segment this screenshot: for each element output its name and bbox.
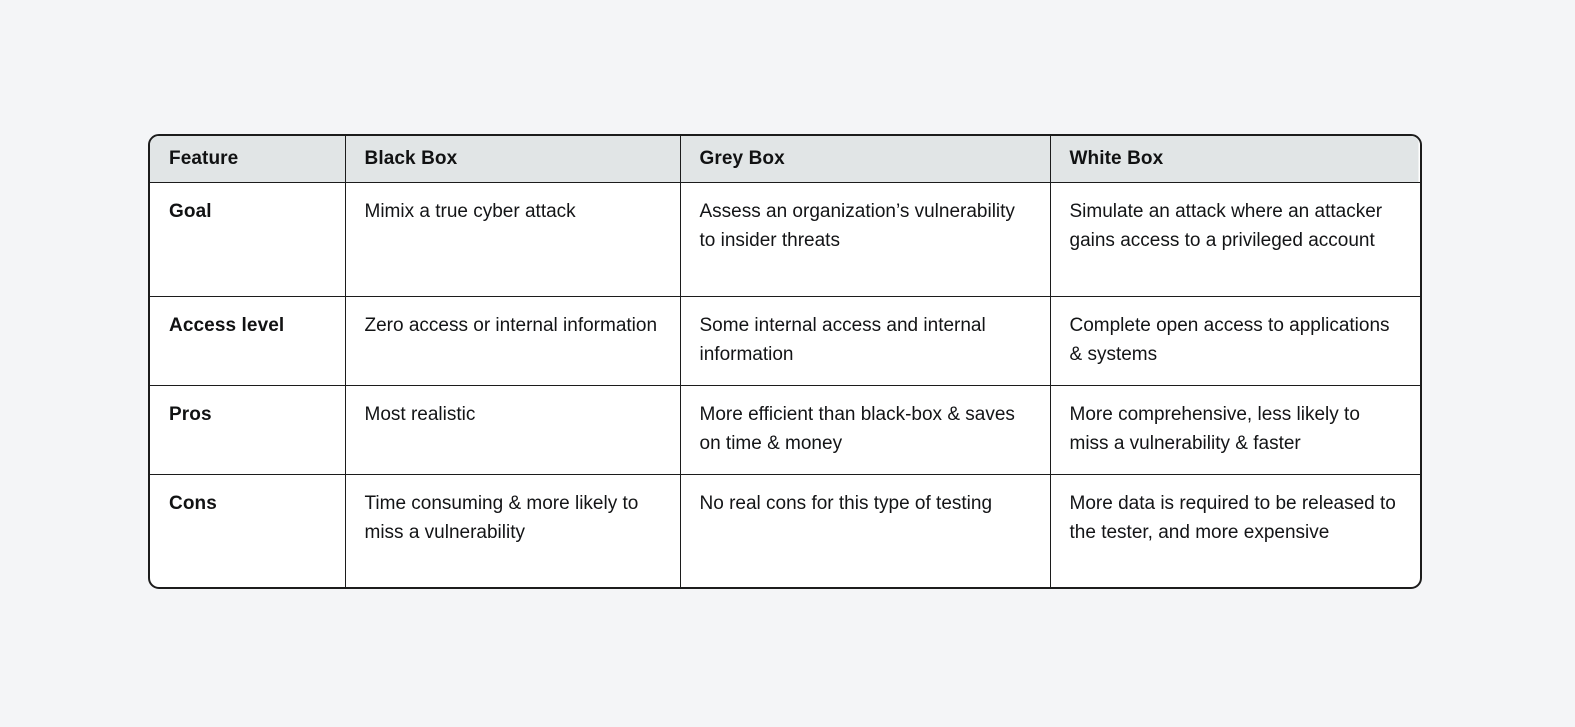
row-label-pros: Pros [150, 385, 346, 475]
cell-pros-grey-box: More efficient than black-box & saves on… [680, 385, 1051, 475]
table-header: Feature Black Box Grey Box White Box [150, 136, 1420, 183]
penetration-testing-comparison-table: Feature Black Box Grey Box White Box Goa… [150, 136, 1420, 587]
row-label-cons: Cons [150, 474, 346, 587]
cell-goal-white-box: Simulate an attack where an attacker gai… [1050, 182, 1420, 297]
cell-cons-white-box: More data is required to be released to … [1069, 492, 1396, 543]
comparison-table-container: Feature Black Box Grey Box White Box Goa… [148, 134, 1422, 589]
cell-cons-grey-box: No real cons for this type of testing [680, 474, 1051, 587]
cell-cons-black-box: Time consuming & more likely to miss a v… [345, 474, 681, 587]
cell-access-level-black-box: Zero access or internal information [345, 296, 681, 386]
row-label-goal: Goal [150, 182, 346, 297]
cell-access-level-white-box: Complete open access to applications & s… [1050, 296, 1420, 386]
cell-goal-black-box: Mimix a true cyber attack [345, 182, 681, 297]
cell-access-level-grey-box: Some internal access and internal inform… [680, 296, 1051, 386]
column-header-feature: Feature [150, 136, 346, 183]
column-header-white-box: White Box [1050, 136, 1420, 183]
column-header-black-box: Black Box [345, 136, 681, 183]
table-row: Pros Most realistic More efficient than … [150, 385, 1420, 475]
table-row: Access level Zero access or internal inf… [150, 296, 1420, 386]
table-row: Cons Time consuming & more likely to mis… [150, 474, 1420, 587]
table-row: Goal Mimix a true cyber attack Assess an… [150, 182, 1420, 297]
column-header-grey-box: Grey Box [680, 136, 1051, 183]
cell-pros-black-box: Most realistic [345, 385, 681, 475]
table-header-row: Feature Black Box Grey Box White Box [150, 136, 1420, 183]
cell-pros-white-box: More comprehensive, less likely to miss … [1050, 385, 1420, 475]
row-label-access-level: Access level [150, 296, 346, 386]
cell-goal-grey-box: Assess an organization’s vulnerability t… [680, 182, 1051, 297]
table-body: Goal Mimix a true cyber attack Assess an… [150, 182, 1420, 587]
